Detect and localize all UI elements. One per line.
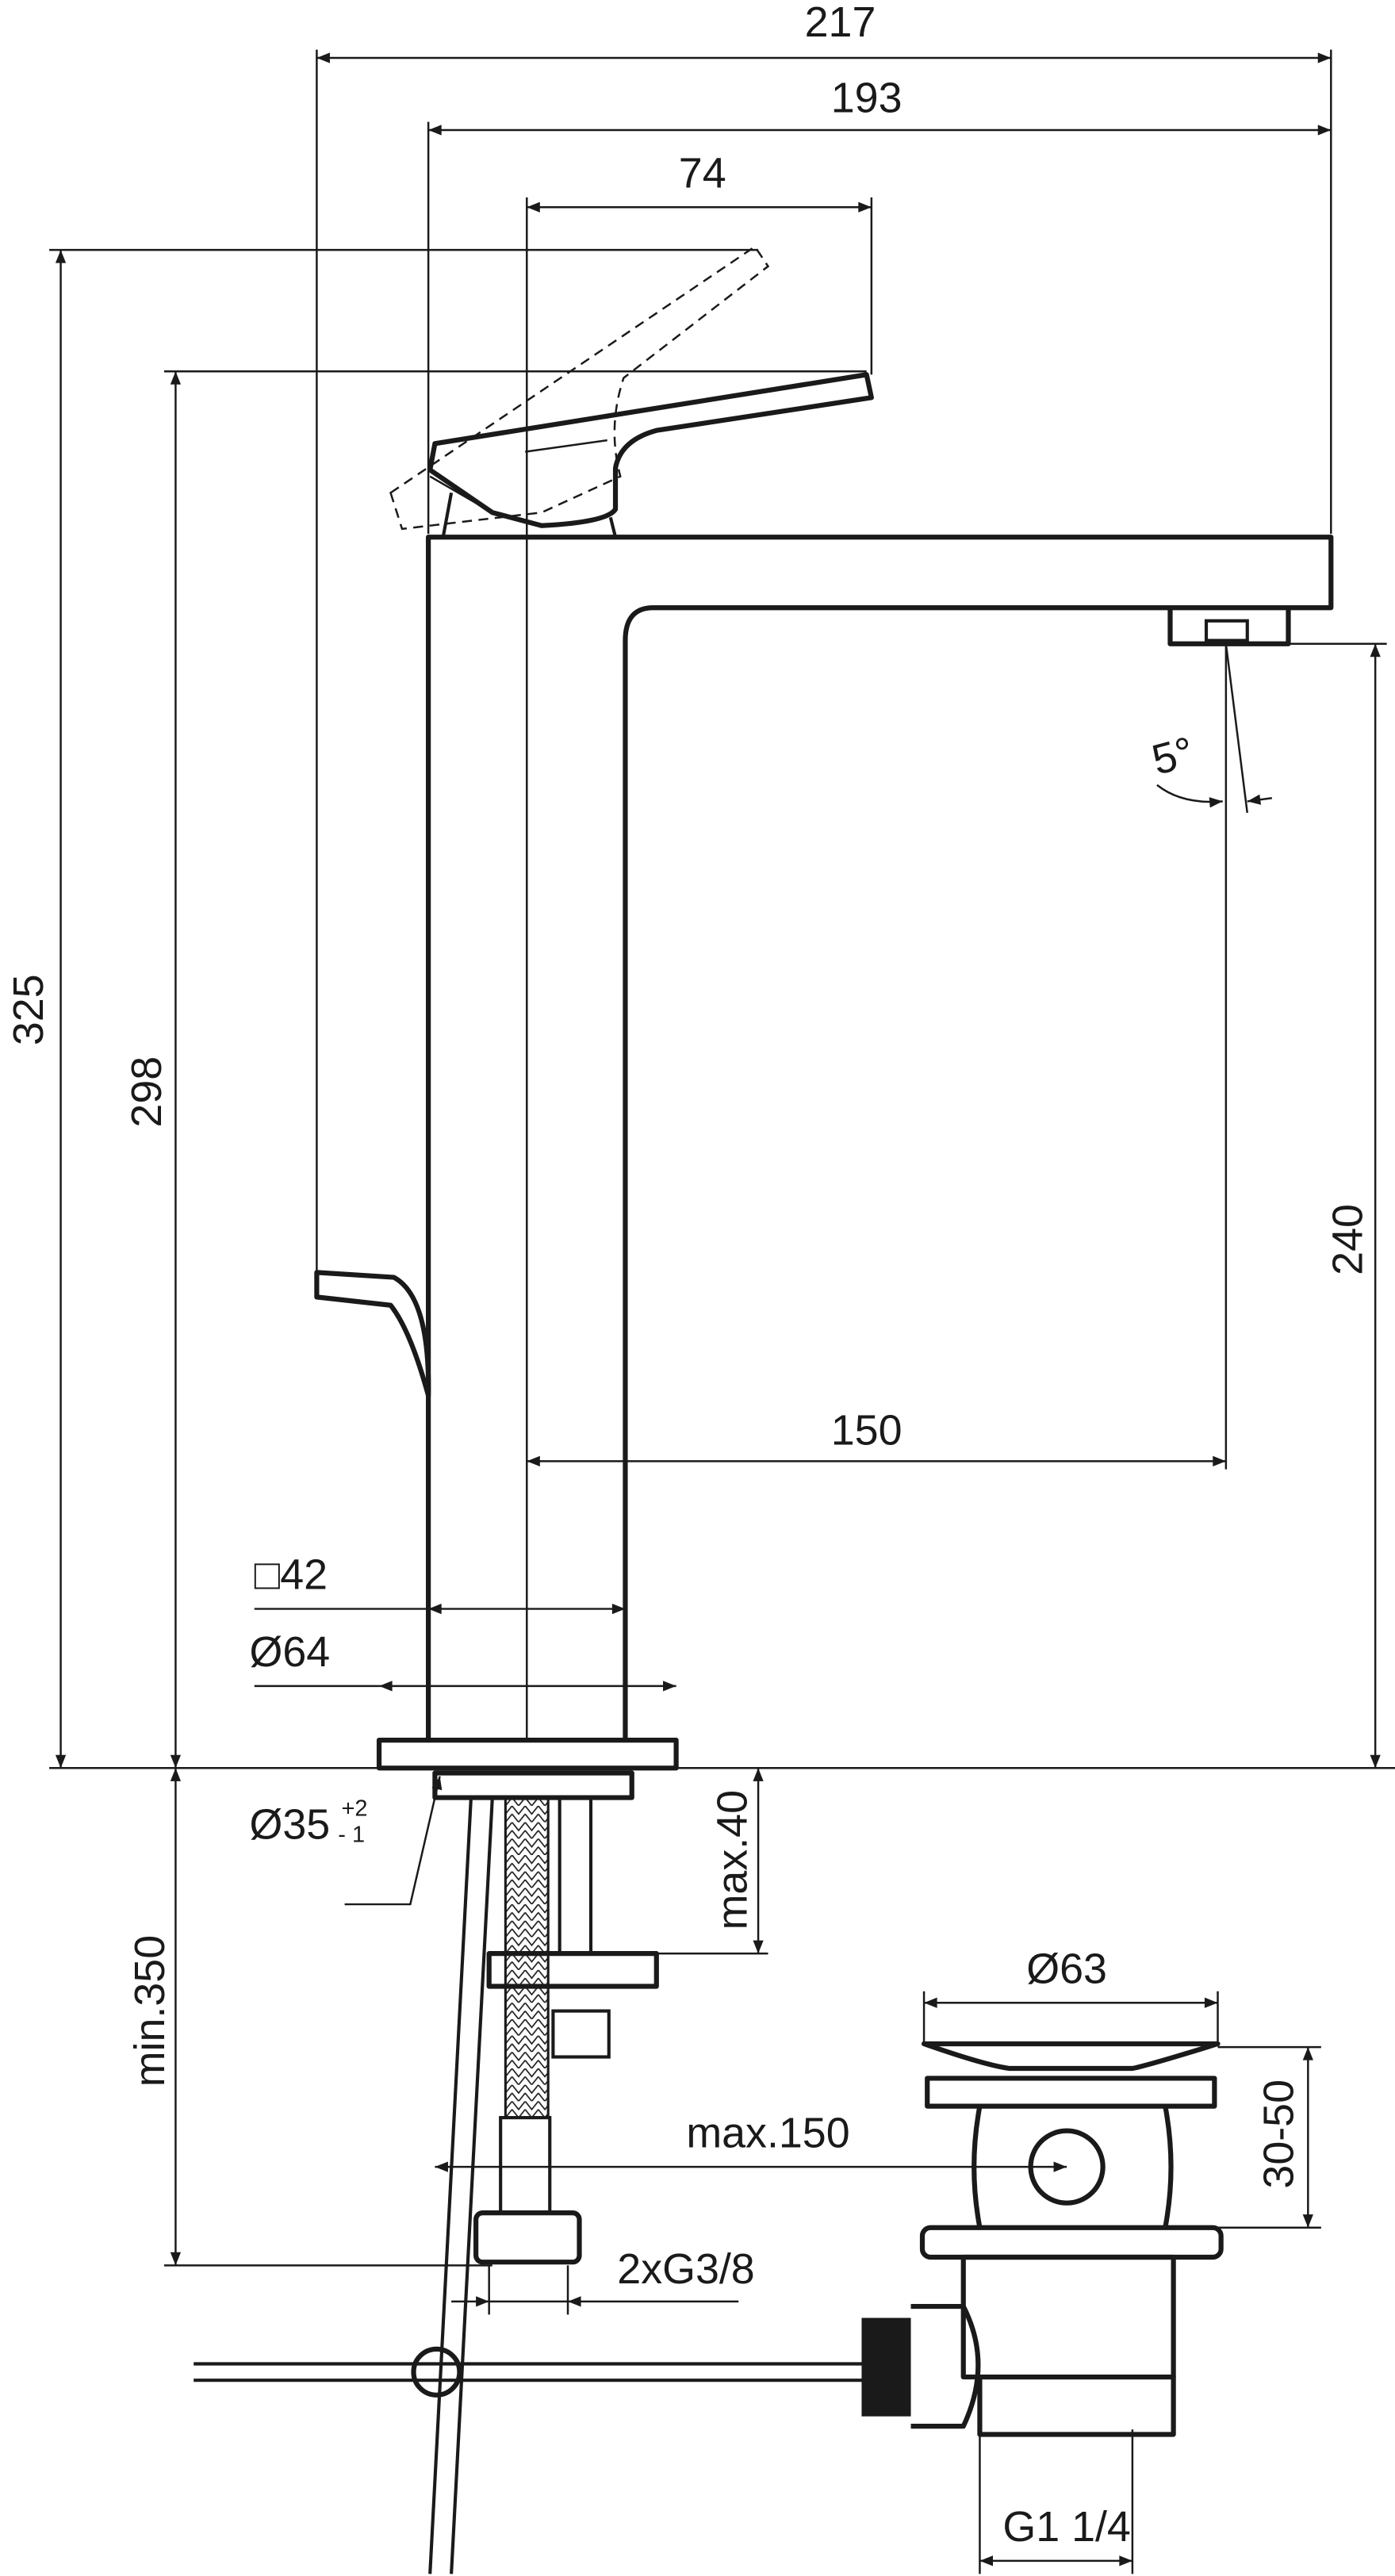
dim-2xg38: 2xG3/8 — [617, 2245, 754, 2293]
dim-angle-5: 5° — [1148, 728, 1199, 784]
dim-30-50: 30-50 — [1255, 2080, 1303, 2189]
connection-hoses — [194, 1796, 870, 2574]
dim-dia-35: Ø35 — [250, 1800, 331, 1848]
dim-dia-63: Ø63 — [1026, 1945, 1107, 1992]
dim-240: 240 — [1324, 1204, 1372, 1275]
dim-325: 325 — [5, 974, 52, 1045]
waste-valve — [861, 2041, 1224, 2437]
dim-min-350: min.350 — [126, 1935, 174, 2087]
dimension-labels: 217 193 74 325 298 240 150 5° □42 Ø64 Ø3… — [5, 0, 1372, 2551]
dim-193: 193 — [831, 74, 903, 121]
dim-dia-35-tol-minus: - 1 — [338, 1822, 365, 1847]
extension-lines — [49, 49, 1395, 2574]
dim-150: 150 — [831, 1407, 903, 1455]
dim-298: 298 — [123, 1056, 171, 1128]
dim-74: 74 — [679, 149, 726, 197]
dimension-lines — [55, 52, 1381, 2566]
mixer-body — [314, 245, 1334, 1800]
dim-dia-35-tol-plus: +2 — [341, 1796, 367, 1821]
dim-217: 217 — [805, 0, 876, 46]
dim-max-40: max.40 — [709, 1790, 757, 1930]
dim-dia-64: Ø64 — [250, 1628, 331, 1676]
dim-g114: G1 1/4 — [1002, 2503, 1131, 2551]
dim-square-42: □42 — [255, 1551, 328, 1599]
dim-max-150: max.150 — [686, 2109, 849, 2156]
